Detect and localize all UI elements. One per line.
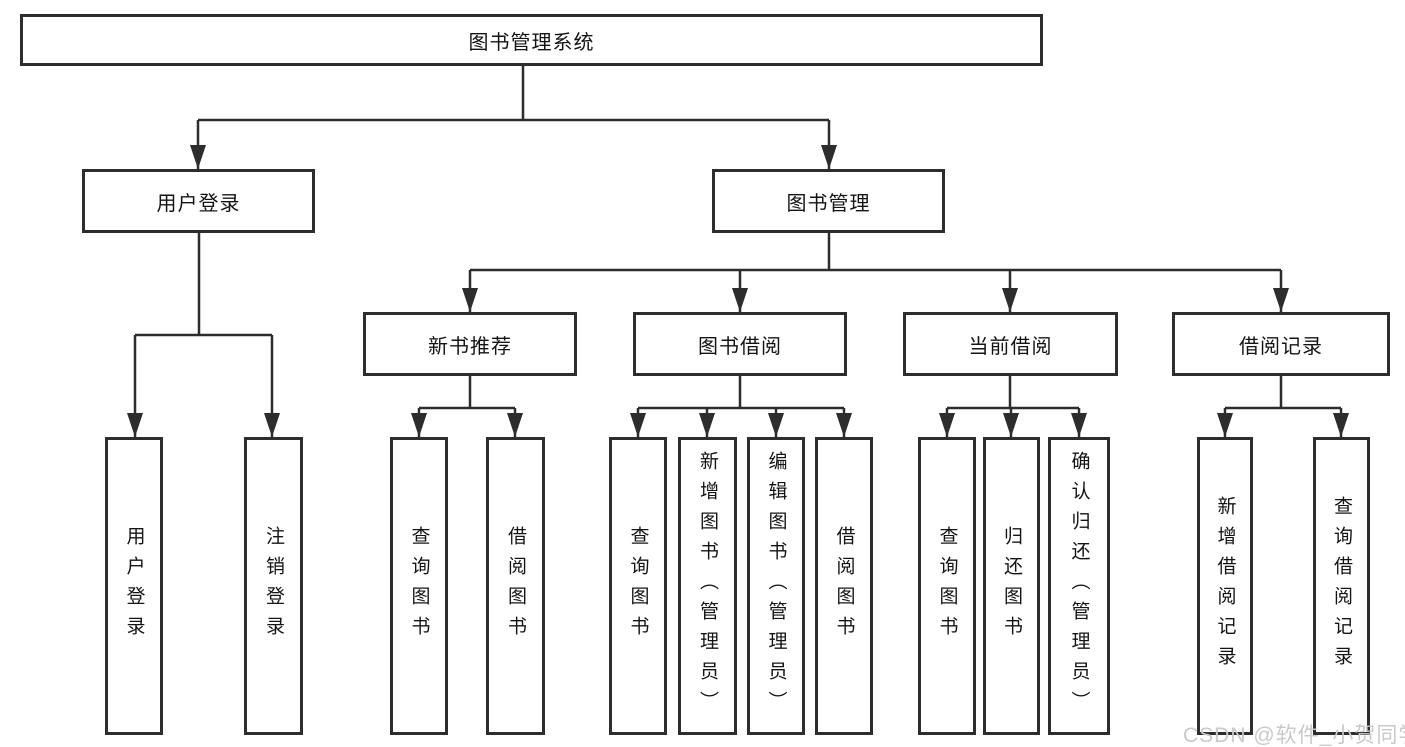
node-user-login-group: 用户登录 (82, 169, 315, 233)
node-leaf-borrow-query-books: 查询图书 (609, 437, 667, 735)
node-label: 图书借阅 (698, 335, 782, 358)
node-label: 查询图书 (627, 526, 649, 646)
node-book-management: 图书管理 (712, 169, 945, 233)
node-label: 查询图书 (408, 526, 430, 646)
node-leaf-logout: 注销登录 (244, 437, 303, 735)
node-label: 查询图书 (936, 526, 958, 646)
node-label: 归还图书 (1001, 526, 1022, 646)
node-leaf-query-borrow-record: 查询借阅记录 (1313, 437, 1370, 735)
node-leaf-newbook-query-books: 查询图书 (390, 437, 448, 735)
node-label: 确认归还（管理员） (1068, 451, 1090, 721)
node-label: 用户登录 (123, 526, 145, 646)
node-label: 借阅图书 (833, 526, 855, 646)
node-label: 图书管理 (786, 192, 871, 215)
node-new-book-recommend: 新书推荐 (363, 312, 577, 376)
node-label: 新书推荐 (428, 335, 512, 358)
node-leaf-confirm-return-admin: 确认归还（管理员） (1048, 437, 1110, 735)
node-label: 图书管理系统 (468, 31, 595, 54)
node-leaf-user-login: 用户登录 (105, 437, 163, 735)
node-label: 借阅图书 (505, 526, 526, 646)
node-label: 用户登录 (156, 192, 241, 215)
node-label: 当前借阅 (968, 335, 1053, 358)
node-label: 注销登录 (263, 526, 284, 646)
node-leaf-edit-books-admin: 编辑图书（管理员） (747, 437, 805, 735)
node-book-borrow: 图书借阅 (633, 312, 847, 376)
node-label: 借阅记录 (1239, 335, 1323, 358)
node-borrow-records: 借阅记录 (1172, 312, 1390, 376)
node-label: 新增图书（管理员） (697, 451, 718, 721)
node-label: 查询借阅记录 (1331, 496, 1352, 676)
node-leaf-borrow-books: 借阅图书 (815, 437, 873, 735)
node-root-system: 图书管理系统 (20, 14, 1043, 66)
node-leaf-add-books-admin: 新增图书（管理员） (678, 437, 737, 735)
node-label: 新增借阅记录 (1214, 496, 1236, 676)
node-leaf-return-books: 归还图书 (983, 437, 1040, 735)
node-leaf-add-borrow-record: 新增借阅记录 (1197, 437, 1253, 735)
node-leaf-current-query-books: 查询图书 (918, 437, 976, 735)
node-label: 编辑图书（管理员） (765, 451, 787, 721)
node-leaf-newbook-borrow-books: 借阅图书 (486, 437, 545, 735)
node-current-borrow: 当前借阅 (903, 312, 1118, 376)
